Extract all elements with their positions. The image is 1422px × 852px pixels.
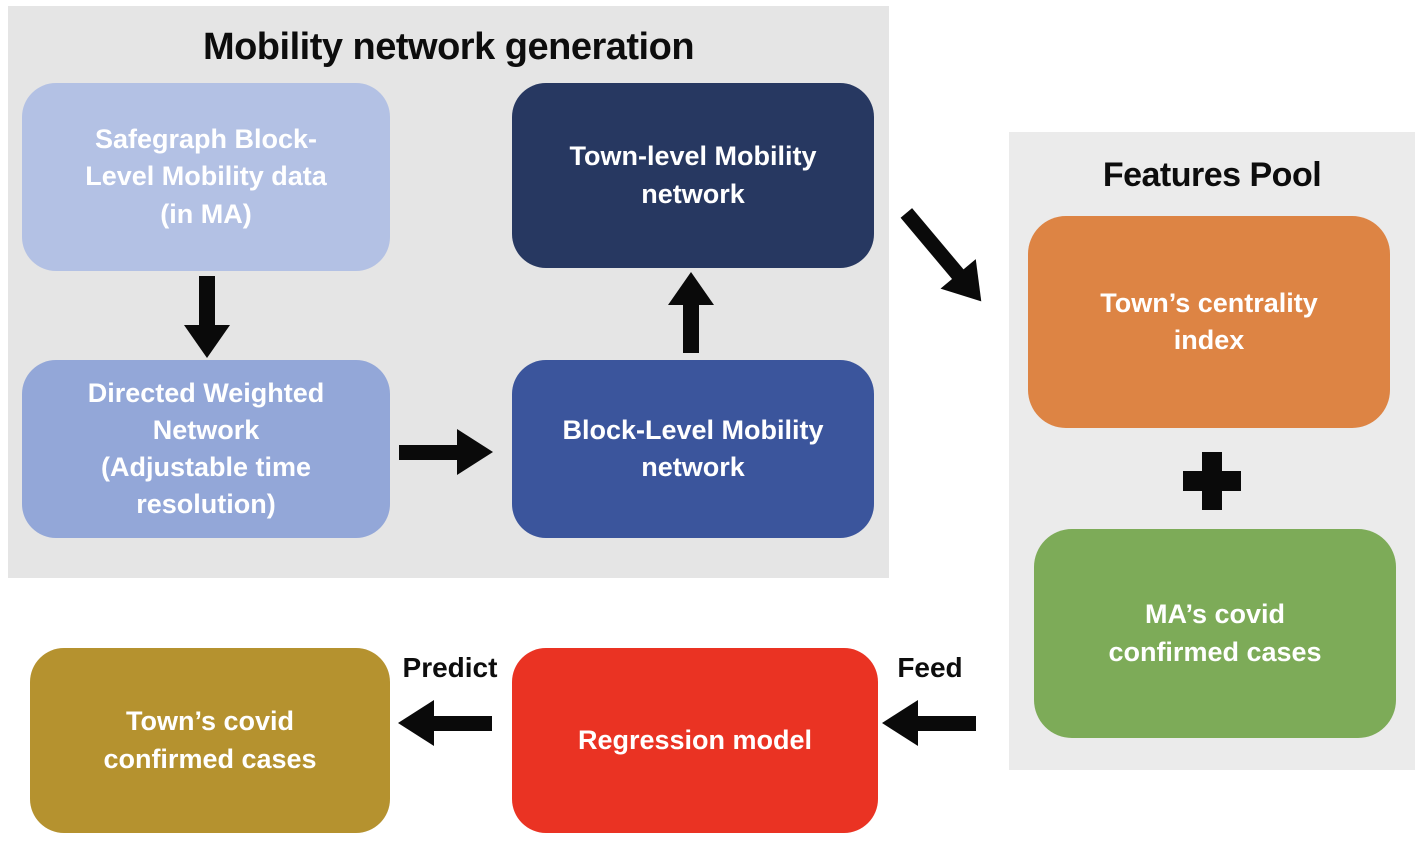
node-regression-model: Regression model [512, 648, 878, 833]
arrow-left-feed-icon [882, 700, 976, 746]
mobility-panel-title: Mobility network generation [202, 26, 695, 68]
feed-label: Feed [897, 652, 963, 683]
arrow-head [398, 700, 434, 746]
arrow-right-icon [399, 429, 493, 475]
arrow-shaft [900, 208, 965, 281]
arrow-shaft [399, 445, 459, 460]
node-directed-weighted-network: Directed Weighted Network (Adjustable ti… [22, 360, 390, 538]
arrow-shaft [914, 716, 976, 731]
predict-label: Predict [402, 652, 498, 683]
arrow-left-predict-icon [398, 700, 492, 746]
features-pool-title: Features Pool [1102, 156, 1322, 194]
node-town-centrality-index: Town’s centrality index [1028, 216, 1390, 428]
arrow-down-icon [184, 276, 230, 358]
arrow-up-icon [668, 272, 714, 354]
plus-horizontal-bar [1183, 471, 1241, 491]
node-town-level-mobility-network: Town-level Mobility network [512, 83, 874, 268]
arrow-head [457, 429, 493, 475]
arrow-head [882, 700, 918, 746]
arrow-shaft [430, 716, 492, 731]
node-town-covid-confirmed-cases: Town’s covid confirmed cases [30, 648, 390, 833]
arrow-shaft [683, 303, 699, 353]
node-ma-covid-confirmed-cases: MA’s covid confirmed cases [1034, 529, 1396, 738]
node-block-level-mobility-network: Block-Level Mobility network [512, 360, 874, 538]
arrow-head [184, 325, 230, 358]
node-safegraph-mobility-data: Safegraph Block- Level Mobility data (in… [22, 83, 390, 271]
plus-icon [1183, 452, 1241, 510]
arrow-shaft [199, 276, 215, 326]
arrow-diagonal-icon [889, 198, 999, 317]
arrow-head [668, 272, 714, 305]
